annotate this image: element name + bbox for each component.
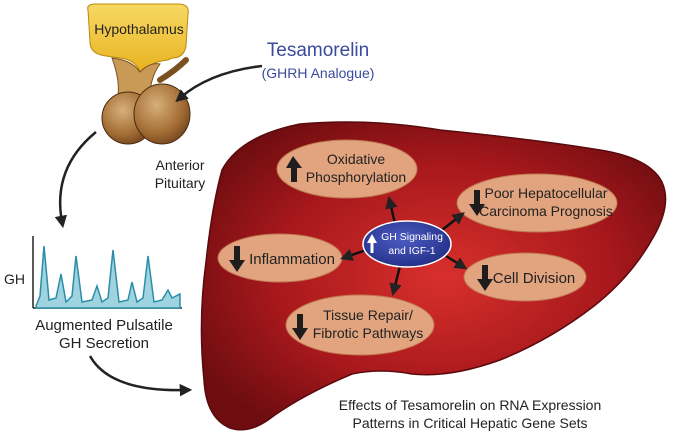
pituitary-label-line2: Pituitary [155, 175, 206, 191]
center-label-line2: and IGF-1 [388, 245, 435, 257]
effect-label: Inflammation [249, 251, 335, 268]
gh-pulse-trace [35, 245, 181, 309]
center-label-line1: GH Signaling [381, 231, 443, 243]
drug-subtitle: (GHRH Analogue) [262, 65, 375, 81]
effect-label: Oxidative [327, 151, 386, 167]
arrow-down-icon [477, 265, 493, 291]
effect-oval-tissue-repair [285, 294, 435, 356]
arrow-up-icon [367, 234, 377, 253]
center-arrow-down [389, 265, 402, 297]
center-arrow-upper-right [441, 212, 465, 231]
arrow-up-icon [286, 156, 302, 182]
caption-line2: Patterns in Critical Hepatic Gene Sets [353, 415, 588, 431]
effect-label: Phosphorylation [306, 169, 406, 185]
secretion-label-line1: Augmented Pulsatile [35, 317, 173, 334]
pituitary-posterior-lobe [133, 83, 191, 145]
effect-oval-oxidative-phosphorylation [276, 139, 418, 199]
arrow-down-icon [229, 246, 245, 272]
arrow-down-icon [469, 190, 485, 216]
hypothalamus-label: Hypothalamus [94, 21, 184, 37]
center-arrow-left [340, 248, 367, 261]
effect-label: Cell Division [493, 270, 576, 287]
arrow-pituitary-to-secretion [54, 131, 97, 229]
center-arrow-lower-right [445, 254, 468, 270]
effect-oval-cell-division [463, 252, 587, 302]
arrow-drug-to-pituitary [175, 64, 263, 103]
gh-axis-label: GH [4, 271, 25, 287]
center-arrow-up [385, 195, 398, 225]
pituitary-label-line1: Anterior [155, 157, 204, 173]
effect-oval-hepatocellular-carcinoma [456, 173, 618, 233]
effect-label: Poor Hepatocellular [485, 185, 608, 201]
arrow-secretion-to-liver [88, 355, 193, 397]
effect-label: Carcinoma Prognosis [479, 203, 613, 219]
secretion-label-line2: GH Secretion [59, 335, 149, 352]
arrow-down-icon [292, 314, 308, 340]
hypothalamus-shape [87, 3, 189, 73]
pituitary-stalk [111, 57, 161, 97]
effect-label: Fibrotic Pathways [313, 325, 423, 341]
center-node [362, 220, 452, 268]
pituitary-top-lobe [157, 57, 189, 83]
caption-line1: Effects of Tesamorelin on RNA Expression [339, 397, 602, 413]
effect-label: Tissue Repair/ [323, 307, 413, 323]
drug-name: Tesamorelin [267, 40, 369, 61]
